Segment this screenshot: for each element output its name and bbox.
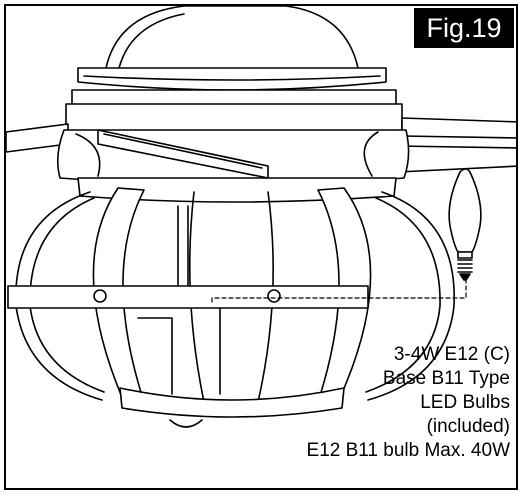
socket-left [137, 317, 173, 395]
finial [169, 419, 203, 428]
blade-iron-right [363, 131, 379, 177]
band-screw-right [267, 289, 281, 303]
housing-ring-top [77, 67, 387, 91]
cage-wire-right-outer [367, 191, 455, 401]
bulb-caption: 3-4W E12 (C) Base B11 Type LED Bulbs (in… [250, 343, 510, 463]
blade-iron-left [75, 133, 101, 177]
cage-band [7, 285, 369, 309]
blade-right-2 [397, 145, 516, 173]
socket-center [191, 305, 221, 395]
figure-label: Fig.19 [414, 8, 514, 48]
dome-inner-arc [118, 13, 185, 69]
cage-wire-right-inner [365, 197, 441, 393]
leader-line [211, 279, 467, 303]
bracket-band-inner [103, 133, 263, 169]
figure-frame: Fig.19 3-4W E12 (C) Base B11 Type LED Bu… [4, 4, 518, 490]
caption-line-3: LED Bulbs [420, 392, 510, 413]
candelabra-bulb-icon [448, 168, 482, 281]
housing-ring-top-line [83, 75, 381, 81]
caption-line-2: Base B11 Type [382, 368, 510, 389]
ceiling-fan-light-kit-diagram [6, 6, 516, 428]
caption-line-4: (included) [426, 416, 510, 437]
caption-line-5: E12 B11 bulb Max. 40W [306, 440, 510, 461]
caption-line-1: 3-4W E12 (C) [393, 344, 510, 365]
blade-right [401, 117, 516, 139]
bottom-plate [119, 387, 345, 418]
band-screw-left [93, 289, 107, 303]
motor-dome [105, 6, 359, 69]
